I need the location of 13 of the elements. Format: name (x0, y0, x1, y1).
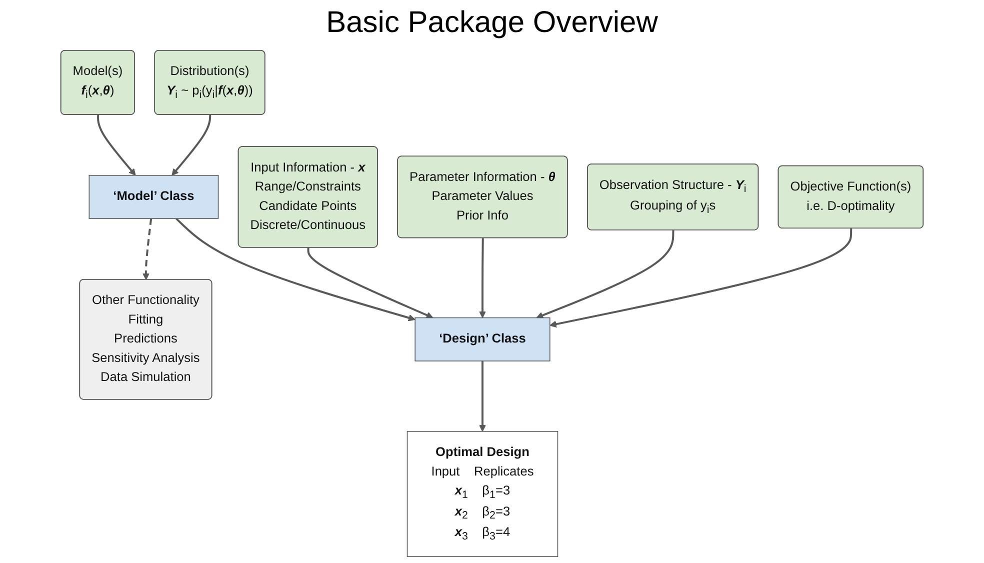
arrow (172, 114, 212, 176)
diagram-title: Basic Package Overview (326, 6, 658, 40)
arrow (307, 248, 434, 318)
arrow (97, 114, 136, 176)
arrow (536, 230, 674, 319)
arrow (478, 238, 486, 318)
arrow (478, 360, 486, 432)
arrow (176, 218, 416, 322)
node-box: ‘Design’ Class (414, 317, 550, 362)
arrow (142, 218, 152, 280)
node-box: ‘Model’ Class (88, 174, 219, 219)
node-box: Optimal Design Input Replicates x$_{1}$ β$_{1}$=3 x$_{2}$ β$_{2}$=3 x$_{3}$ β$_{3}$=4 (406, 430, 558, 557)
arrow (550, 228, 852, 328)
